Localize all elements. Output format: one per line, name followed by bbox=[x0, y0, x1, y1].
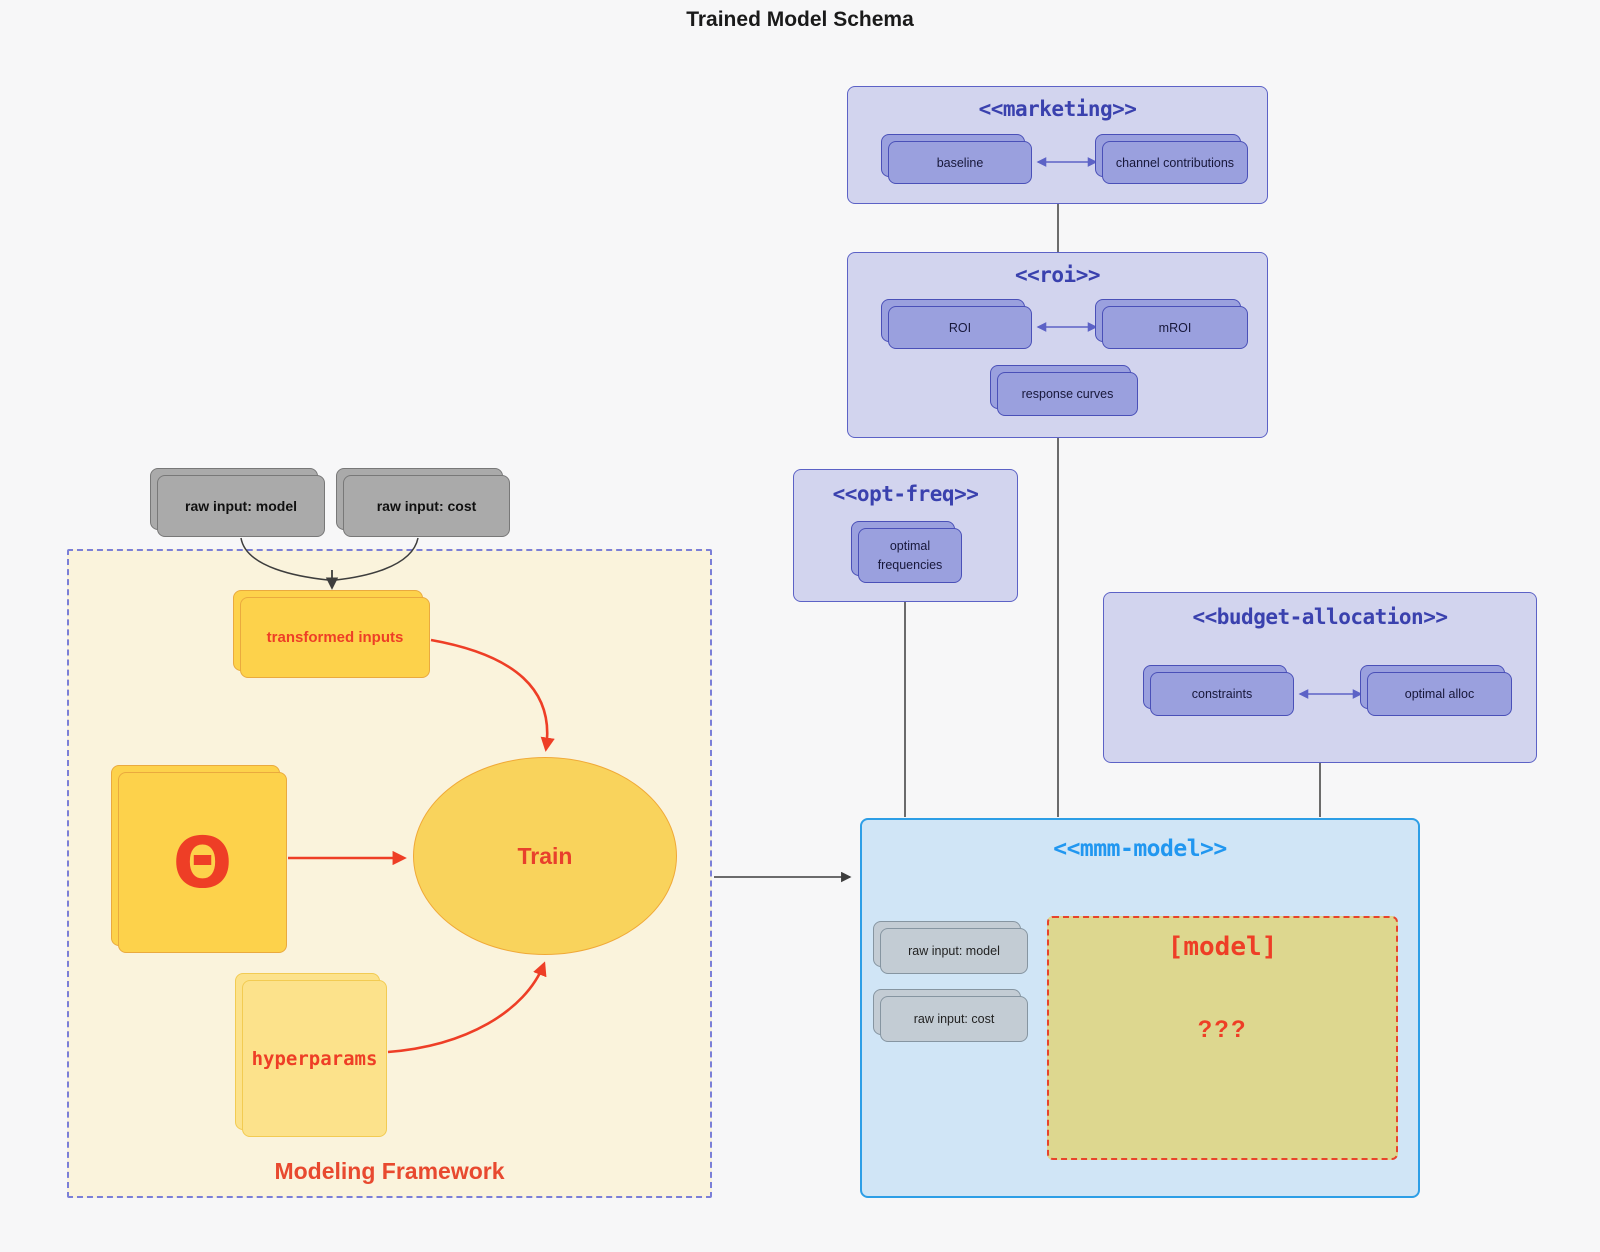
node-model-placeholder-label: [model] bbox=[1167, 932, 1278, 962]
node-hyperparams-label: hyperparams bbox=[251, 1047, 378, 1070]
node-roi-label: ROI bbox=[948, 320, 972, 335]
node-transformed-inputs: transformed inputs bbox=[233, 590, 430, 678]
node-theta-label: Θ bbox=[172, 821, 233, 904]
group-mmm-model-title: <<mmm-model>> bbox=[1053, 836, 1227, 862]
node-baseline-label: baseline bbox=[936, 155, 984, 170]
group-budget-allocation-title: <<budget-allocation>> bbox=[1192, 605, 1448, 629]
node-mmm-raw-input-model-label: raw input: model bbox=[908, 944, 1000, 958]
node-train: Train bbox=[413, 757, 677, 955]
node-constraints: constraints bbox=[1143, 665, 1294, 716]
node-optimal-alloc: optimal alloc bbox=[1360, 665, 1512, 716]
node-mmm-raw-input-cost: raw input: cost bbox=[873, 989, 1028, 1042]
node-mroi-label: mROI bbox=[1158, 320, 1192, 335]
node-optimal-frequencies: optimal frequencies bbox=[851, 521, 962, 583]
group-marketing-title: <<marketing>> bbox=[978, 97, 1137, 121]
node-raw-input-cost: raw input: cost bbox=[336, 468, 510, 537]
node-channel-contributions: channel contributions bbox=[1095, 134, 1248, 184]
node-hyperparams: hyperparams bbox=[235, 973, 387, 1137]
node-mroi: mROI bbox=[1095, 299, 1248, 349]
node-response-curves-label: response curves bbox=[1021, 387, 1114, 401]
node-raw-input-model-label: raw input: model bbox=[185, 498, 297, 514]
node-optimal-alloc-label: optimal alloc bbox=[1404, 687, 1475, 701]
node-response-curves: response curves bbox=[990, 365, 1138, 416]
group-opt-freq-title: <<opt-freq>> bbox=[832, 482, 979, 506]
node-channel-contributions-label: channel contributions bbox=[1115, 155, 1235, 170]
node-baseline: baseline bbox=[881, 134, 1032, 184]
node-transformed-inputs-label: transformed inputs bbox=[266, 629, 404, 646]
node-raw-input-model: raw input: model bbox=[150, 468, 325, 537]
node-model-unknown-label: ??? bbox=[1197, 1016, 1248, 1043]
node-mmm-raw-input-model: raw input: model bbox=[873, 921, 1028, 974]
node-mmm-raw-input-cost-label: raw input: cost bbox=[913, 1012, 995, 1026]
node-constraints-label: constraints bbox=[1191, 687, 1253, 701]
diagram-title: Trained Model Schema bbox=[686, 8, 914, 31]
node-theta: Θ bbox=[111, 765, 287, 953]
group-modeling-framework-title: Modeling Framework bbox=[274, 1158, 505, 1184]
node-train-label: Train bbox=[517, 842, 573, 869]
node-model-placeholder: [model] ??? bbox=[1047, 916, 1398, 1160]
group-roi-title: <<roi>> bbox=[1014, 263, 1101, 287]
node-optimal-frequencies-label: optimal frequencies bbox=[877, 539, 943, 572]
node-raw-input-cost-label: raw input: cost bbox=[376, 498, 477, 514]
node-roi: ROI bbox=[881, 299, 1032, 349]
